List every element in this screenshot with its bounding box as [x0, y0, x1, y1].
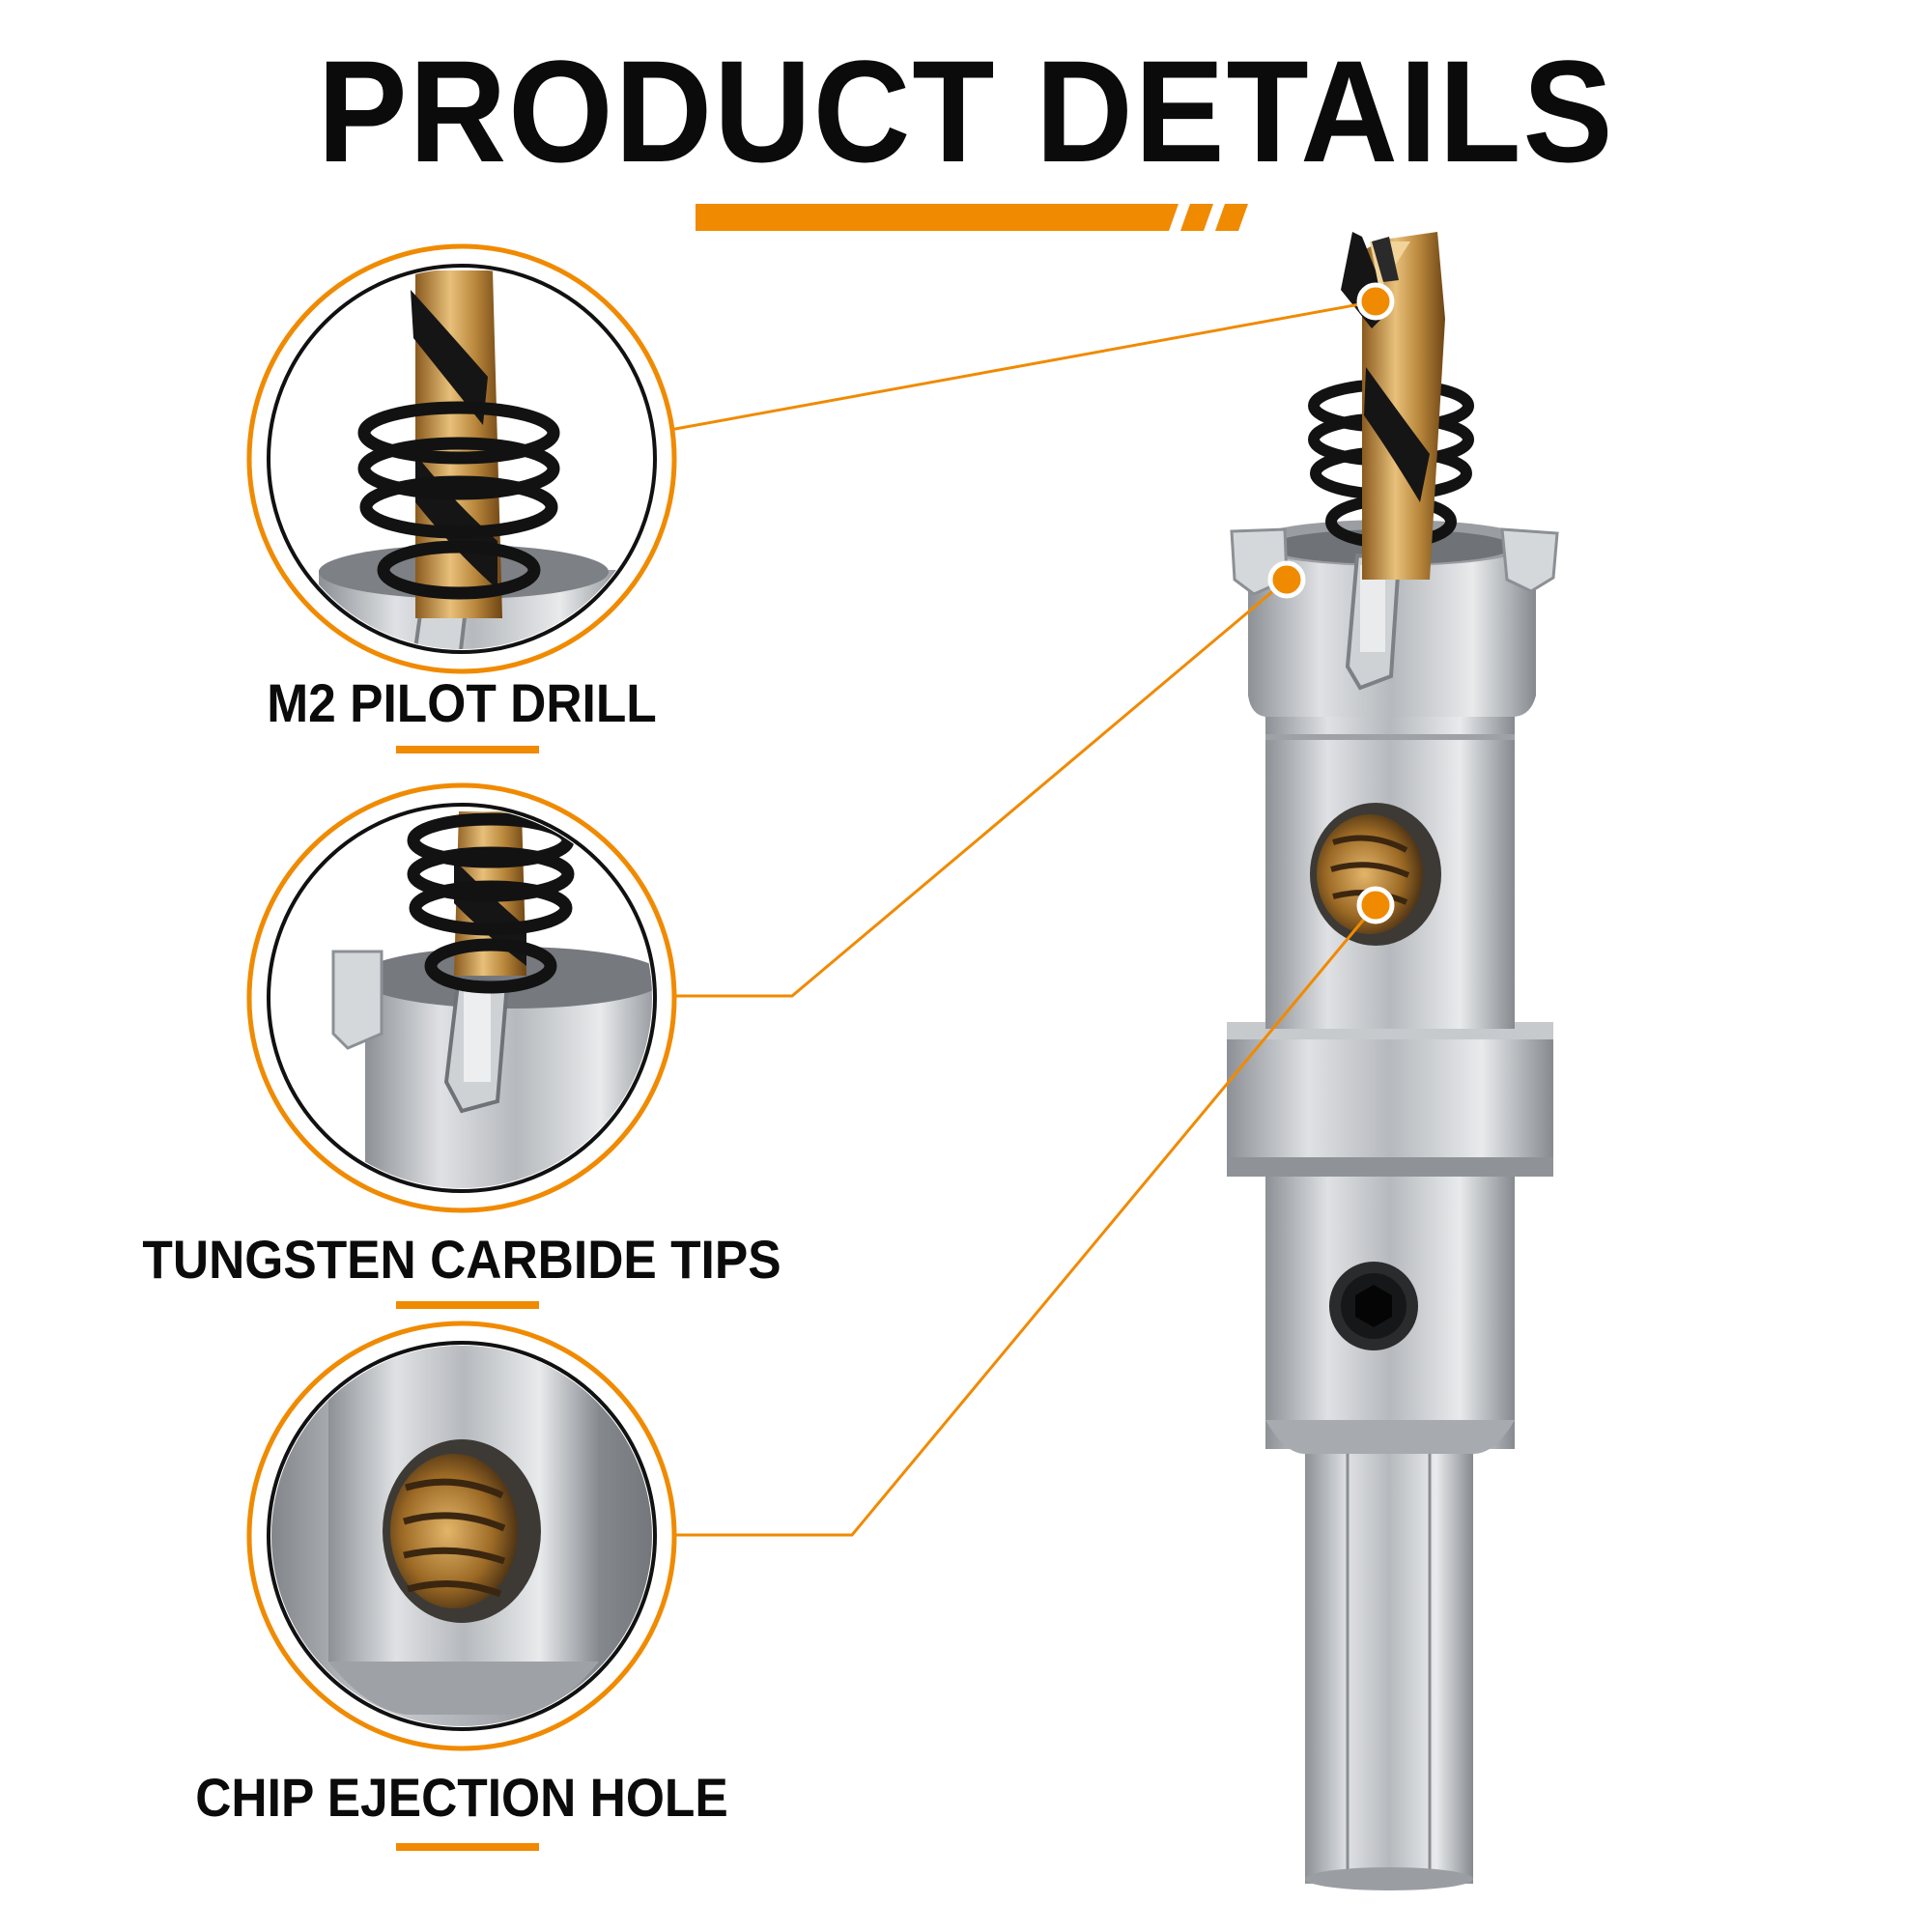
callout-label-pilot-drill: M2 PILOT DRILL — [267, 672, 657, 733]
title-underline — [696, 204, 1248, 231]
page-title: PRODUCT DETAILS — [317, 30, 1615, 192]
callout-underline-ejection-hole — [396, 1843, 539, 1851]
leader-dots — [1267, 282, 1395, 924]
callout-underline-carbide-tips — [396, 1301, 539, 1309]
carbide-tip-detail — [246, 782, 677, 1213]
pilot-drill-detail — [246, 243, 677, 674]
leader-lines — [653, 299, 1378, 1537]
callout-underline-pilot-drill — [396, 746, 539, 753]
callout-label-ejection-hole: CHIP EJECTION HOLE — [195, 1767, 728, 1828]
ejection-hole-detail — [246, 1321, 677, 1751]
callout-label-carbide-tips: TUNGSTEN CARBIDE TIPS — [142, 1229, 781, 1290]
hole-saw-cutter-image — [1227, 232, 1559, 1890]
